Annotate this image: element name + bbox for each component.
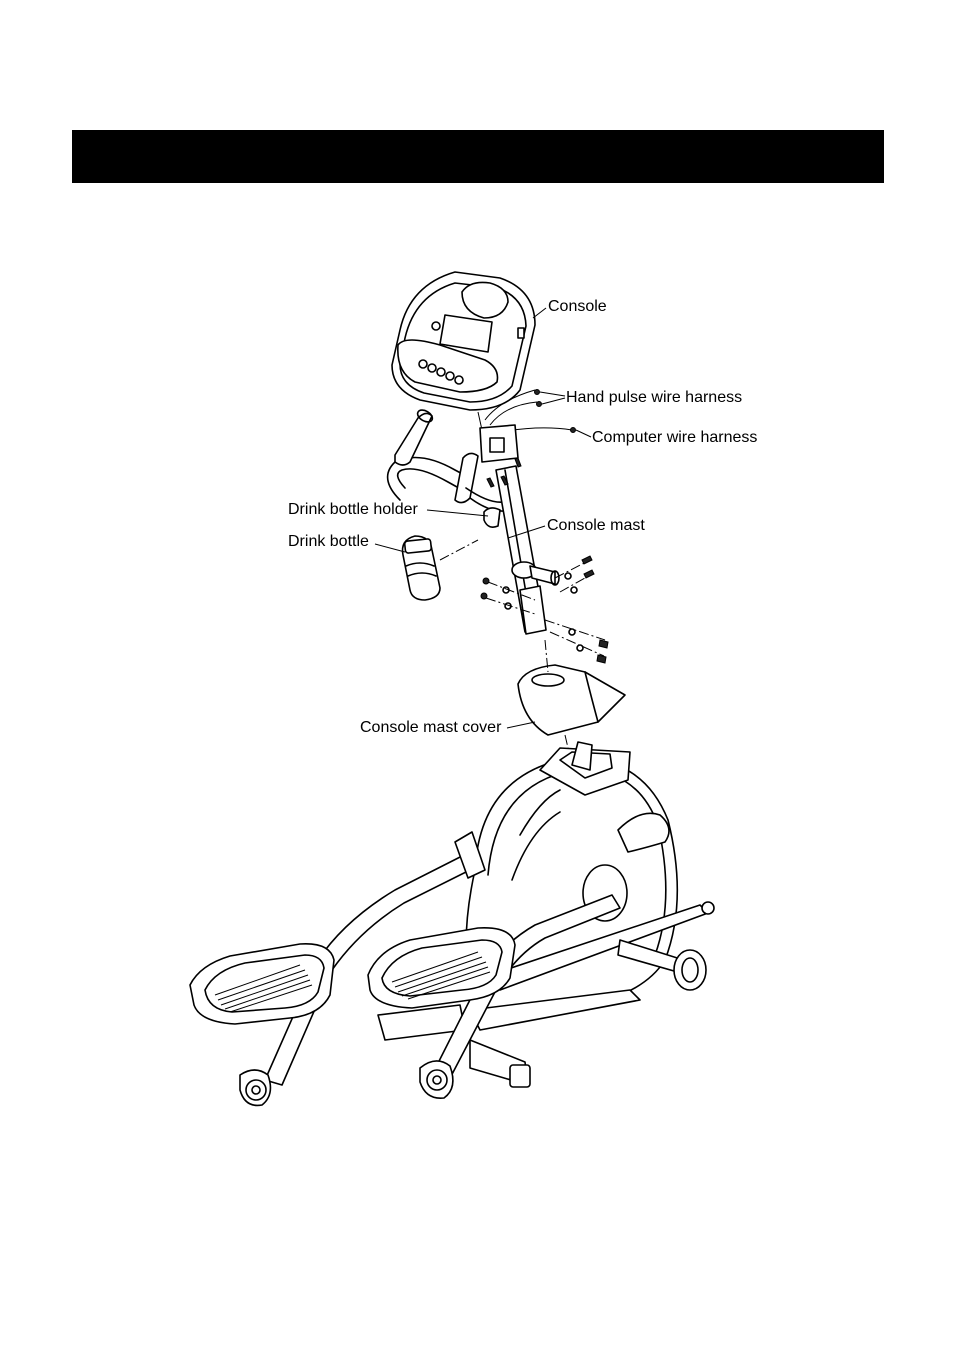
- handlebar-drawing: [386, 409, 522, 528]
- leader-lines: [374, 307, 592, 729]
- label-console: Console: [548, 298, 607, 315]
- label-computer-wire-harness: Computer wire harness: [592, 429, 757, 446]
- console-drawing: [391, 271, 536, 411]
- label-drink-bottle: Drink bottle: [288, 533, 369, 550]
- console-mast-drawing: [479, 424, 560, 635]
- section-header-bar: [72, 130, 884, 183]
- console-mast-cover-drawing: [517, 639, 626, 766]
- label-console-mast: Console mast: [547, 517, 645, 534]
- right-pedal-drawing: [367, 894, 621, 1099]
- mast-bolts-drawing: [480, 457, 609, 664]
- drink-bottle-drawing: [401, 535, 479, 601]
- left-pedal-drawing: [189, 831, 486, 1107]
- label-drink-bottle-holder: Drink bottle holder: [288, 501, 419, 518]
- elliptical-frame-drawing: [377, 741, 715, 1088]
- label-console-mast-cover: Console mast cover: [360, 719, 502, 736]
- label-hand-pulse-wire-harness: Hand pulse wire harness: [566, 389, 742, 406]
